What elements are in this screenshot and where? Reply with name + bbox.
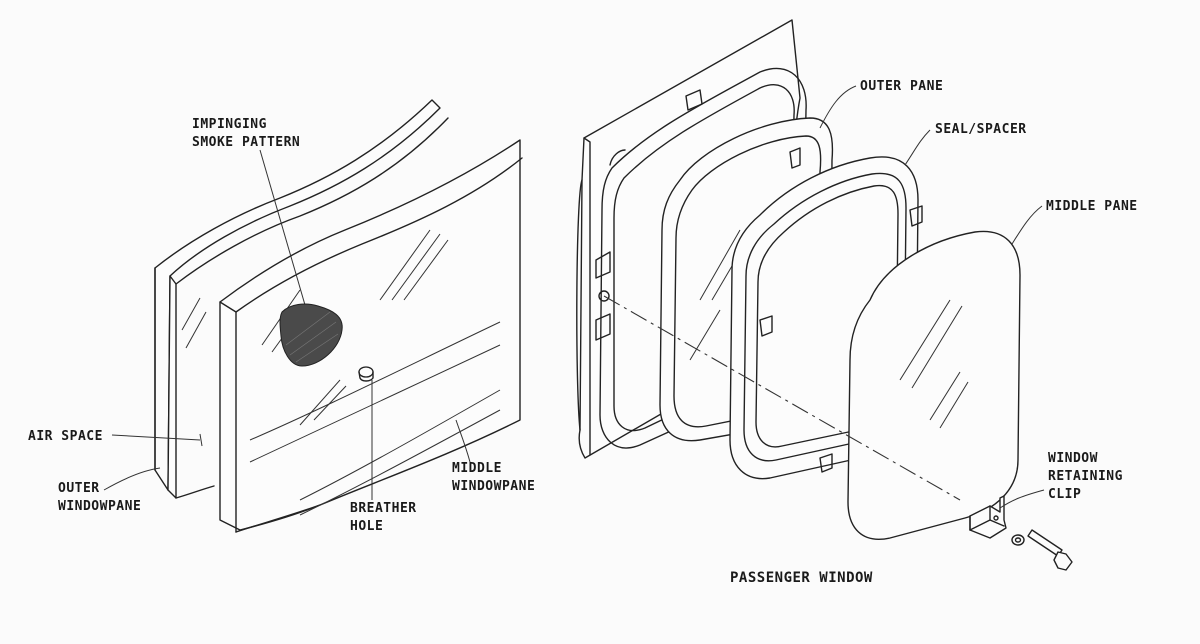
label-smoke-pattern: SMOKE PATTERN: [192, 135, 300, 150]
breather-hole-icon: [358, 366, 374, 382]
smoke-pattern-leader: [259, 149, 306, 306]
outer-windowpane-drawing: [154, 99, 449, 499]
seal-spacer-leader: [904, 129, 931, 166]
label-middle-windowpane: WINDOWPANE: [452, 479, 535, 494]
label-seal-spacer: SEAL/SPACER: [935, 122, 1027, 137]
label-outer-windowpane: WINDOWPANE: [58, 499, 141, 514]
outer-pane-leader: [819, 85, 857, 129]
retaining-clip-leader: [999, 489, 1045, 509]
label-clip: CLIP: [1048, 487, 1081, 502]
clip-bolt-icon: [1011, 529, 1073, 571]
label-middle-pane: MIDDLE PANE: [1046, 199, 1138, 214]
smoke-pattern-hatching: [285, 311, 339, 363]
middle-windowpane-leader: [455, 419, 471, 463]
window-retaining-clip-icon: [969, 495, 1007, 539]
label-breather: BREATHER: [350, 501, 417, 516]
pane-cutaway-assembly: [103, 99, 523, 533]
label-passenger-window: PASSENGER WINDOW: [730, 570, 873, 586]
label-air-space: AIR SPACE: [28, 429, 103, 444]
exploded-window-assembly: [576, 19, 1073, 571]
outer-windowpane-leader: [103, 467, 161, 491]
label-outer-pane: OUTER PANE: [860, 79, 943, 94]
air-space-leader: [111, 434, 201, 441]
air-space-tick: [199, 433, 203, 447]
label-middle: MIDDLE: [452, 461, 502, 476]
middle-pane-drawing: [847, 230, 1021, 540]
label-window: WINDOW: [1048, 451, 1098, 466]
middle-windowpane-drawing: [181, 139, 523, 533]
smoke-pattern-blot: [279, 303, 343, 367]
assembly-axis-line: [603, 295, 961, 501]
label-outer: OUTER: [58, 481, 100, 496]
label-retaining: RETAINING: [1048, 469, 1123, 484]
label-impinging: IMPINGING: [192, 117, 267, 132]
label-breather-hole: HOLE: [350, 519, 383, 534]
middle-pane-leader: [1011, 205, 1043, 245]
